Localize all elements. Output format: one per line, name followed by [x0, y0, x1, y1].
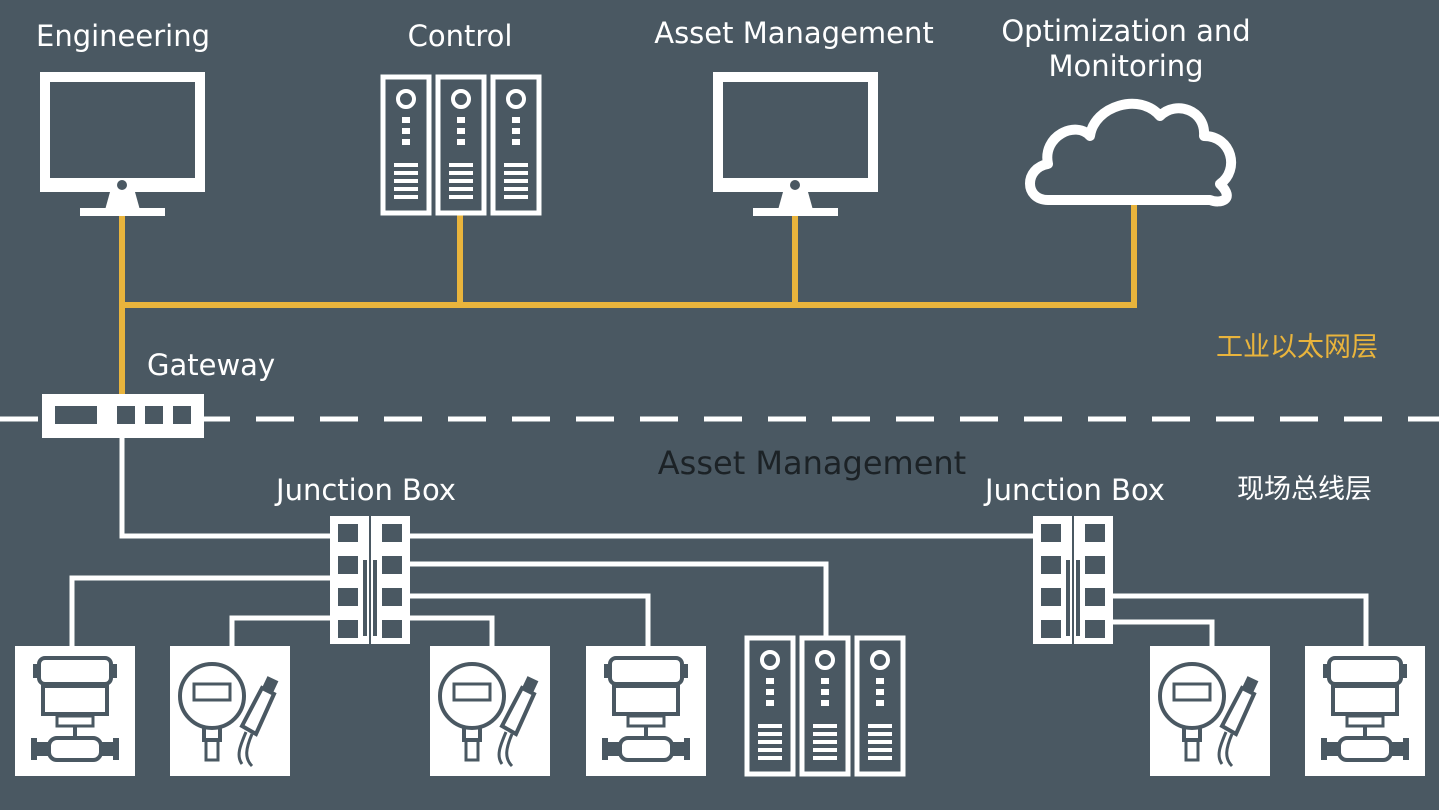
junction-box-right-icon	[1032, 515, 1114, 645]
control-server-rack-icon	[383, 77, 539, 213]
engineering-monitor-icon	[40, 72, 205, 216]
engineering-label: Engineering	[36, 19, 210, 53]
optimization-label-line1: Optimization and	[1001, 14, 1251, 48]
field-server-rack-icon	[747, 638, 903, 774]
optimization-cloud-icon	[1025, 98, 1237, 207]
control-valve-icon	[584, 644, 708, 778]
asset-management-monitor-icon	[713, 72, 878, 216]
junction-box-left-icon	[329, 515, 411, 645]
gateway-switch-icon	[42, 394, 204, 438]
ethernet-bus	[119, 200, 1137, 394]
field-asset-management-label: Asset Management	[657, 444, 967, 482]
gateway-label: Gateway	[147, 348, 276, 382]
optimization-label-line2: Monitoring	[1048, 49, 1204, 83]
fieldbus-lines	[69, 438, 1369, 648]
pressure-transmitter-icon	[428, 644, 552, 778]
control-valve-icon	[13, 644, 137, 778]
pressure-transmitter-icon	[1148, 644, 1272, 778]
junction-box-left-label: Junction Box	[276, 473, 456, 507]
junction-box-right-label: Junction Box	[985, 473, 1165, 507]
asset-management-label: Asset Management	[654, 16, 934, 50]
control-valve-icon	[1303, 644, 1427, 778]
ethernet-layer-label: 工业以太网层	[1216, 332, 1378, 363]
control-label: Control	[407, 19, 513, 53]
fieldbus-layer-label: 现场总线层	[1237, 474, 1372, 505]
pressure-transmitter-icon	[168, 644, 292, 778]
